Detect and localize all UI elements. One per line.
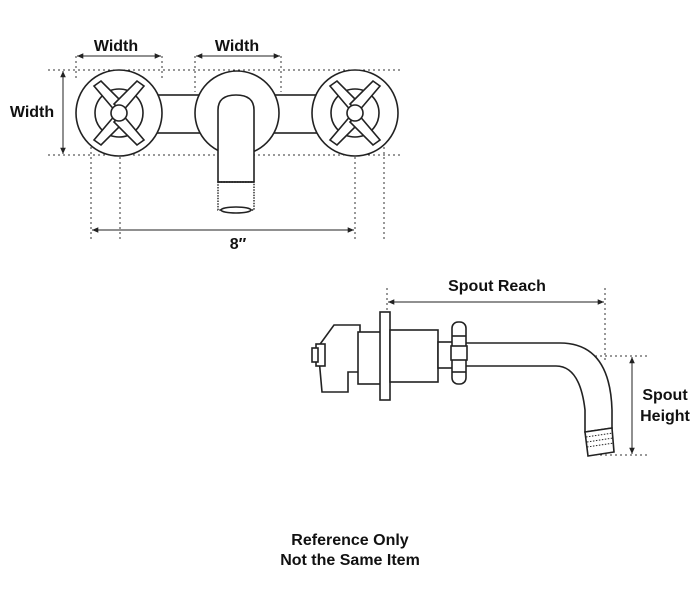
spout-reach-label: Spout Reach xyxy=(448,278,546,295)
width-label-side: Width xyxy=(10,104,54,121)
width-label-center: Width xyxy=(215,38,259,55)
width-label-left: Width xyxy=(94,38,138,55)
front-view: Width Width Width 8″ xyxy=(10,38,400,253)
spread-label: 8″ xyxy=(230,236,247,253)
front-dimension-arrows xyxy=(60,53,354,233)
side-dimension-arrows xyxy=(388,299,635,454)
side-view: Spout Reach Spout Height xyxy=(311,278,691,457)
side-handle xyxy=(450,321,468,385)
footer-line-1: Reference Only xyxy=(291,532,408,549)
spout-height-label-line2: Height xyxy=(640,408,690,425)
left-handle xyxy=(75,69,163,157)
escutcheon xyxy=(357,311,457,401)
center-spout xyxy=(194,70,280,214)
valve-body xyxy=(311,324,361,393)
footer-note: Reference Only Not the Same Item xyxy=(280,532,420,569)
spout-height-label-line1: Spout xyxy=(642,387,688,404)
right-handle xyxy=(311,69,399,157)
side-spout xyxy=(459,342,615,457)
footer-line-2: Not the Same Item xyxy=(280,552,420,569)
